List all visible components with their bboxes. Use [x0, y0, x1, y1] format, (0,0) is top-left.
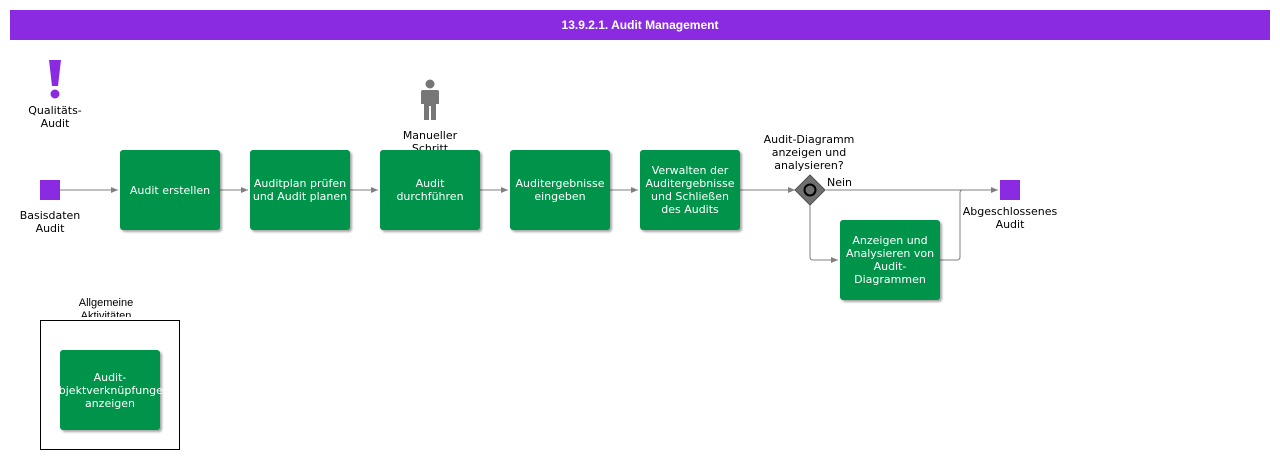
- activity-verwalten-auditergebnisse[interactable]: Verwalten der Auditergebnisse und Schlie…: [640, 150, 740, 230]
- activity-audit-durchfuehren[interactable]: Audit durchführen: [380, 150, 480, 230]
- manual-step-label: Manueller Schritt: [402, 129, 458, 151]
- activity-anzeigen-analysieren[interactable]: Anzeigen und Analysieren von Audit- Diag…: [840, 220, 940, 300]
- activity-label: Verwalten der Auditergebnisse und Schlie…: [645, 164, 735, 216]
- end-event-label: Abgeschlossenes Audit: [962, 205, 1058, 231]
- exclamation-icon: [49, 60, 61, 99]
- connector-gateway-to-anzeigen: [809, 205, 838, 263]
- gateway-diamond[interactable]: [794, 174, 826, 206]
- activity-objektverknuepfungen-anzeigen[interactable]: Audit- Objektverknüpfungen anzeigen: [50, 350, 170, 430]
- start-event[interactable]: [40, 180, 60, 200]
- group-title: Allgemeine Aktivitäten: [78, 297, 134, 317]
- quality-audit-label: Qualitäts- Audit: [28, 104, 82, 130]
- gateway-no-label: Nein: [827, 176, 853, 189]
- activity-audit-erstellen[interactable]: Audit erstellen: [120, 150, 220, 230]
- general-activities-group: [40, 320, 180, 450]
- activity-label: Audit durchführen: [396, 177, 464, 203]
- activity-auditplan-pruefen[interactable]: Auditplan prüfen und Audit planen: [250, 150, 350, 230]
- activity-label: Anzeigen und Analysieren von Audit- Diag…: [845, 234, 935, 286]
- gateway-question-label: Audit-Diagramm anzeigen und analysieren?: [763, 133, 855, 172]
- activity-auditergebnisse-eingeben[interactable]: Auditergebnisse eingeben: [510, 150, 610, 230]
- end-event[interactable]: [1000, 180, 1020, 200]
- diagram-title: 13.9.2.1. Audit Management: [10, 10, 1270, 40]
- gateway-marker-icon: [803, 183, 817, 197]
- activity-label: Audit erstellen: [129, 183, 211, 197]
- activity-label: Audit- Objektverknüpfungen anzeigen: [50, 370, 170, 410]
- activity-label: Auditplan prüfen und Audit planen: [252, 177, 348, 203]
- person-icon: [421, 79, 439, 120]
- activity-label: Auditergebnisse eingeben: [515, 177, 605, 203]
- connector-anzeigen-to-end: [940, 189, 964, 261]
- start-event-label: Basisdaten Audit: [19, 209, 81, 235]
